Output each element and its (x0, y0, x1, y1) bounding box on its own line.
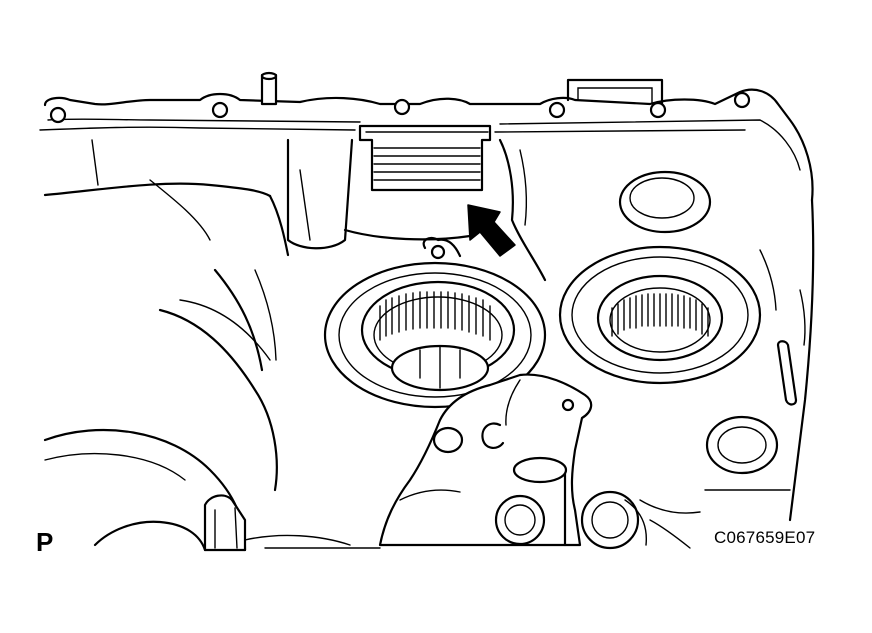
ribbed-seal-part (358, 124, 492, 192)
upper-right-boss (618, 170, 712, 234)
left-bearing (323, 236, 547, 409)
case-flange (39, 71, 814, 202)
indicator-arrow (467, 204, 516, 257)
center-pocket (286, 138, 547, 282)
case-right-side (639, 198, 815, 522)
lower-bracket (378, 373, 647, 550)
case-left-side (43, 139, 290, 552)
figure-code: C067659E07 (714, 528, 816, 547)
bottom-edges (244, 519, 691, 549)
right-bearing (558, 245, 762, 385)
view-label: P (36, 527, 54, 557)
